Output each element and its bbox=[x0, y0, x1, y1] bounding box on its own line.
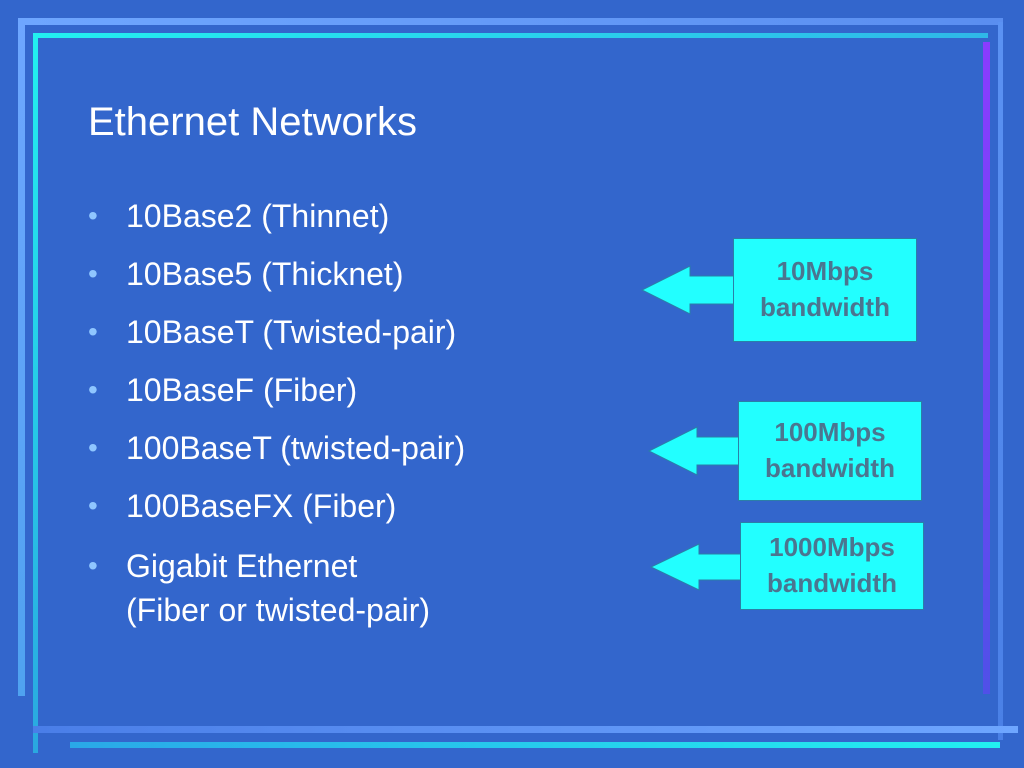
bullet-dot-icon: • bbox=[88, 374, 98, 405]
callout-speed: 10Mbps bbox=[776, 256, 874, 286]
bullet-text: 100BaseT (twisted-pair) bbox=[126, 430, 466, 466]
frame-line-left-inner bbox=[33, 33, 38, 753]
bullet-dot-icon: • bbox=[88, 490, 98, 521]
callout-label: bandwidth bbox=[760, 292, 890, 322]
bullet-item: • Gigabit Ethernet (Fiber or twisted-pai… bbox=[88, 544, 465, 632]
bullet-dot-icon: • bbox=[88, 258, 98, 289]
bullet-text: 10BaseF (Fiber) bbox=[126, 372, 358, 408]
frame-line-top-inner bbox=[33, 33, 988, 38]
callout-box: 10Mbps bandwidth bbox=[733, 238, 917, 342]
frame-line-top-outer bbox=[18, 18, 1003, 25]
callout-speed: 100Mbps bbox=[774, 417, 886, 447]
callout-1000mbps: 1000Mbps bandwidth bbox=[649, 522, 929, 612]
bullet-dot-icon: • bbox=[88, 316, 98, 347]
bullet-item: • 10BaseT (Twisted-pair) bbox=[88, 312, 465, 352]
bullet-item: • 100BaseT (twisted-pair) bbox=[88, 428, 465, 468]
bullet-dot-icon: • bbox=[88, 200, 98, 231]
bullet-dot-icon: • bbox=[88, 550, 98, 581]
callout-label: bandwidth bbox=[765, 453, 895, 483]
callout-10mbps: 10Mbps bandwidth bbox=[640, 238, 920, 344]
frame-line-right-outer bbox=[998, 22, 1003, 740]
bullet-text: 10Base5 (Thicknet) bbox=[126, 256, 404, 292]
callout-label: bandwidth bbox=[767, 568, 897, 598]
bullet-text: Gigabit Ethernet bbox=[126, 548, 358, 584]
frame-line-bottom-inner bbox=[33, 726, 1018, 733]
bullet-item: • 10Base2 (Thinnet) bbox=[88, 196, 465, 236]
bullet-item: • 100BaseFX (Fiber) bbox=[88, 486, 465, 526]
frame-line-right-inner bbox=[983, 42, 990, 694]
bullet-text: 100BaseFX (Fiber) bbox=[126, 488, 397, 524]
callout-speed: 1000Mbps bbox=[769, 532, 895, 562]
bullet-text: 10Base2 (Thinnet) bbox=[126, 198, 390, 234]
slide-title: Ethernet Networks bbox=[88, 100, 418, 144]
bullet-list: • 10Base2 (Thinnet) • 10Base5 (Thicknet)… bbox=[88, 196, 465, 650]
bullet-text: 10BaseT (Twisted-pair) bbox=[126, 314, 457, 350]
callout-100mbps: 100Mbps bandwidth bbox=[647, 401, 927, 501]
frame-line-bottom-outer bbox=[70, 742, 1000, 748]
bullet-item: • 10BaseF (Fiber) bbox=[88, 370, 465, 410]
callout-box: 100Mbps bandwidth bbox=[738, 401, 922, 501]
bullet-dot-icon: • bbox=[88, 432, 98, 463]
frame-line-left-outer bbox=[18, 18, 25, 696]
bullet-item: • 10Base5 (Thicknet) bbox=[88, 254, 465, 294]
callout-box: 1000Mbps bandwidth bbox=[740, 522, 924, 610]
bullet-text-continuation: (Fiber or twisted-pair) bbox=[126, 592, 431, 628]
